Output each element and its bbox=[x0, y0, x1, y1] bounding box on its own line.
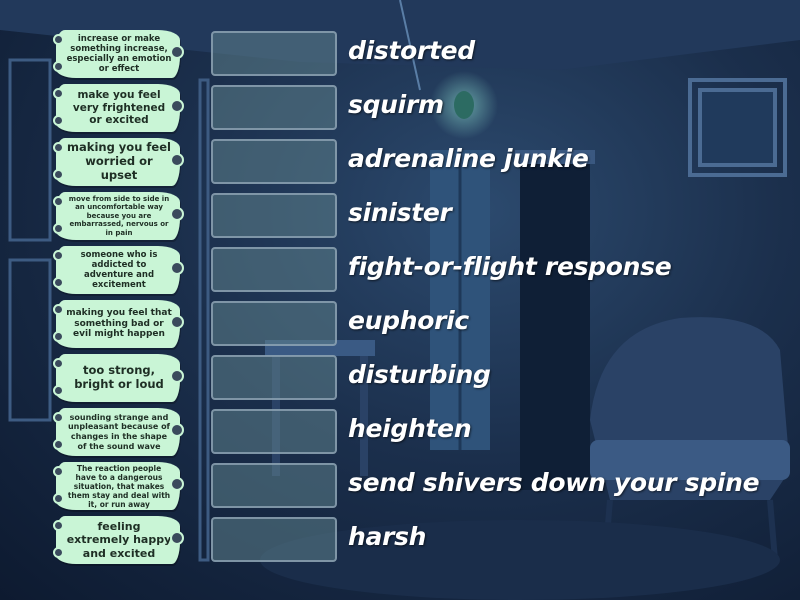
right-wall-frame bbox=[688, 78, 787, 177]
hole-icon bbox=[53, 115, 64, 126]
floor-rug bbox=[260, 520, 780, 600]
term-label: send shivers down your spine bbox=[348, 468, 760, 497]
hole-icon bbox=[53, 142, 64, 153]
match-row: too strong, bright or loud disturbing bbox=[0, 352, 800, 406]
drag-tab-icon bbox=[170, 207, 184, 221]
definition-text: make you feel very frightened or excited bbox=[72, 89, 166, 127]
tall-window bbox=[430, 150, 490, 450]
drag-tab-icon bbox=[170, 423, 184, 437]
match-row: sounding strange and unpleasant because … bbox=[0, 406, 800, 460]
drop-slot[interactable] bbox=[211, 355, 337, 400]
definition-text: sounding strange and unpleasant because … bbox=[67, 412, 171, 451]
hole-icon bbox=[53, 412, 64, 423]
definition-text: someone who is addicted to adventure and… bbox=[80, 249, 158, 291]
hole-icon bbox=[53, 304, 64, 315]
definition-text: too strong, bright or loud bbox=[74, 363, 164, 391]
ceiling bbox=[0, 0, 800, 70]
drag-tab-icon bbox=[170, 99, 184, 113]
definition-card[interactable]: someone who is addicted to adventure and… bbox=[53, 246, 184, 294]
match-row: someone who is addicted to adventure and… bbox=[0, 244, 800, 298]
definition-text: feeling extremely happy and excited bbox=[66, 520, 172, 560]
definition-card[interactable]: too strong, bright or loud bbox=[53, 354, 184, 402]
definition-card[interactable]: sounding strange and unpleasant because … bbox=[53, 408, 184, 456]
drag-tab-icon bbox=[170, 153, 184, 167]
hole-icon bbox=[53, 61, 64, 72]
drop-slot[interactable] bbox=[211, 85, 337, 130]
match-row: making you feel that something bad or ev… bbox=[0, 298, 800, 352]
match-row: increase or make something increase, esp… bbox=[0, 28, 800, 82]
drop-slot[interactable] bbox=[211, 247, 337, 292]
term-label: fight-or-flight response bbox=[348, 252, 672, 281]
hole-icon bbox=[53, 277, 64, 288]
hole-icon bbox=[53, 169, 64, 180]
term-label: heighten bbox=[348, 414, 472, 443]
definition-card[interactable]: feeling extremely happy and excited bbox=[53, 516, 184, 564]
definition-text: The reaction people have to a dangerous … bbox=[67, 463, 171, 509]
drop-slot[interactable] bbox=[211, 409, 337, 454]
definition-card[interactable]: The reaction people have to a dangerous … bbox=[53, 462, 184, 510]
definition-text: increase or make something increase, esp… bbox=[66, 33, 172, 75]
drag-tab-icon bbox=[170, 531, 184, 545]
hole-icon bbox=[53, 34, 64, 45]
drop-slot[interactable] bbox=[211, 31, 337, 76]
hole-icon bbox=[53, 88, 64, 99]
definition-card[interactable]: making you feel worried or upset bbox=[53, 138, 184, 186]
term-label: squirm bbox=[348, 90, 444, 119]
hanging-lamp bbox=[399, 0, 498, 139]
hole-icon bbox=[53, 358, 64, 369]
match-row: The reaction people have to a dangerous … bbox=[0, 460, 800, 514]
match-row: move from side to side in an uncomfortab… bbox=[0, 190, 800, 244]
drag-tab-icon bbox=[170, 45, 184, 59]
hole-icon bbox=[53, 385, 64, 396]
drop-slot[interactable] bbox=[211, 193, 337, 238]
definition-card[interactable]: making you feel that something bad or ev… bbox=[53, 300, 184, 348]
hole-icon bbox=[53, 439, 64, 450]
hole-icon bbox=[53, 520, 64, 531]
drag-tab-icon bbox=[170, 369, 184, 383]
definition-text: move from side to side in an uncomfortab… bbox=[68, 195, 170, 237]
definition-card[interactable]: move from side to side in an uncomfortab… bbox=[53, 192, 184, 240]
definition-card[interactable]: make you feel very frightened or excited bbox=[53, 84, 184, 132]
hole-icon bbox=[53, 466, 64, 477]
drag-tab-icon bbox=[170, 261, 184, 275]
hole-icon bbox=[53, 223, 64, 234]
drag-tab-icon bbox=[170, 315, 184, 329]
term-label: distorted bbox=[348, 36, 475, 65]
hole-icon bbox=[53, 196, 64, 207]
hole-icon bbox=[53, 250, 64, 261]
term-label: sinister bbox=[348, 198, 452, 227]
term-label: adrenaline junkie bbox=[348, 144, 589, 173]
definition-text: making you feel worried or upset bbox=[67, 140, 171, 182]
match-row: make you feel very frightened or excited… bbox=[0, 82, 800, 136]
drop-slot[interactable] bbox=[211, 139, 337, 184]
drop-slot[interactable] bbox=[211, 301, 337, 346]
term-label: disturbing bbox=[348, 360, 491, 389]
drop-slot[interactable] bbox=[211, 463, 337, 508]
match-row: feeling extremely happy and excited harsh bbox=[0, 514, 800, 568]
definition-text: making you feel that something bad or ev… bbox=[66, 307, 172, 340]
doorway bbox=[515, 150, 595, 490]
drag-tab-icon bbox=[170, 477, 184, 491]
definition-card[interactable]: increase or make something increase, esp… bbox=[53, 30, 184, 78]
left-wall-panels bbox=[8, 58, 210, 562]
hole-icon bbox=[53, 547, 64, 558]
term-label: euphoric bbox=[348, 306, 469, 335]
armchair bbox=[590, 317, 790, 561]
drop-slot[interactable] bbox=[211, 517, 337, 562]
term-label: harsh bbox=[348, 522, 427, 551]
hole-icon bbox=[53, 493, 64, 504]
match-row: making you feel worried or upset adrenali… bbox=[0, 136, 800, 190]
hole-icon bbox=[53, 331, 64, 342]
